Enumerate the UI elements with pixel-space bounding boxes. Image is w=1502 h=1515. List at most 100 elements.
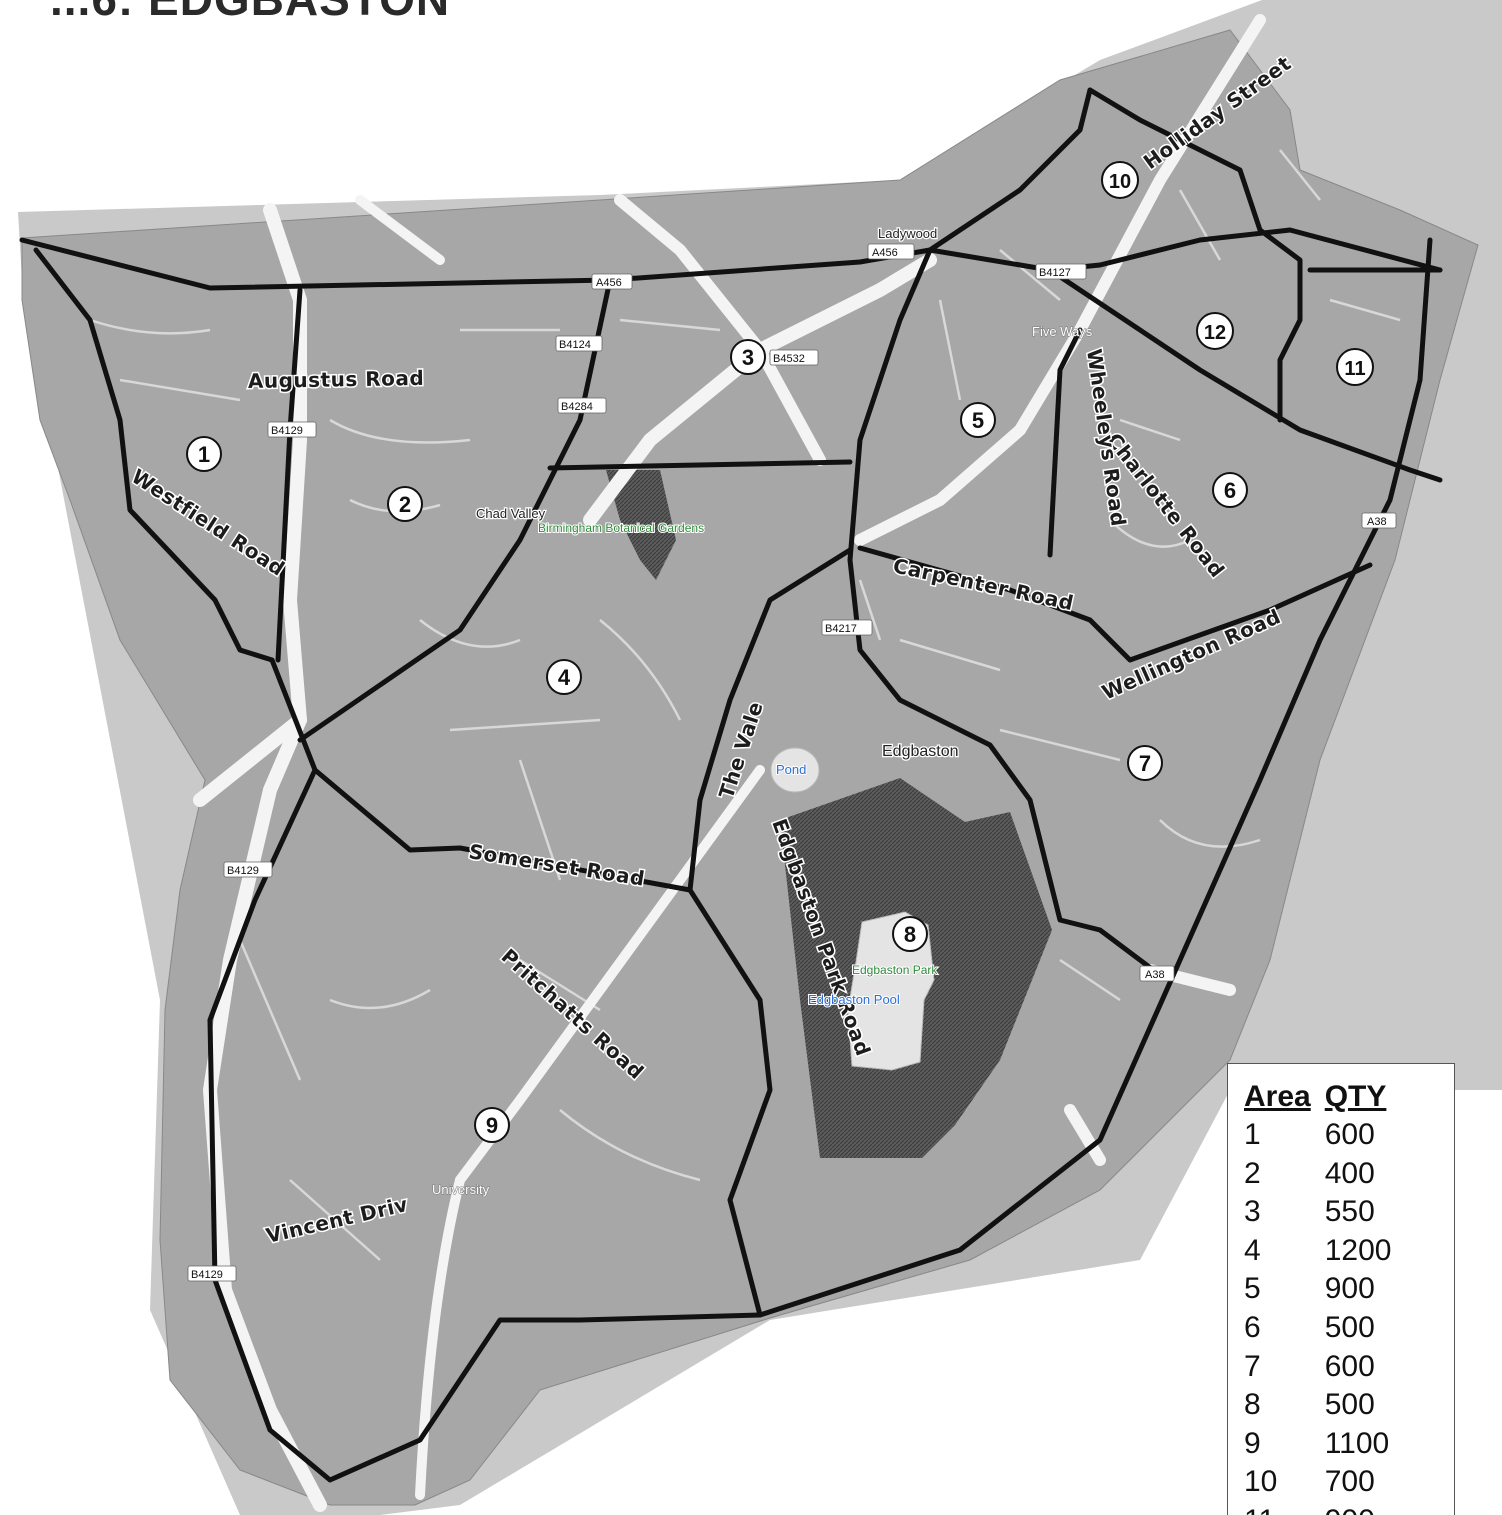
legend-qty: 1100	[1324, 1426, 1390, 1460]
svg-text:7: 7	[1139, 751, 1151, 776]
legend-area: 7	[1244, 1349, 1261, 1383]
area-marker-9[interactable]: 9	[474, 1107, 510, 1143]
road-code-b4129-north: B4129	[267, 421, 317, 438]
svg-text:11: 11	[1344, 358, 1365, 380]
svg-text:12: 12	[1204, 322, 1226, 344]
svg-text:B4284: B4284	[561, 401, 593, 413]
legend-qty: 900	[1324, 1272, 1375, 1306]
svg-text:3: 3	[742, 345, 754, 370]
svg-text:A456: A456	[872, 247, 898, 259]
legend-header-qty: QTY	[1324, 1080, 1387, 1113]
legend-area: 2	[1244, 1156, 1261, 1190]
legend-qty: 700	[1324, 1465, 1375, 1499]
legend-qty: 900	[1325, 1502, 1406, 1515]
svg-text:B4129: B4129	[191, 1269, 223, 1281]
legend-row: 9 1100	[1244, 1425, 1405, 1464]
area-marker-2[interactable]: 2	[387, 486, 423, 522]
area-marker-3[interactable]: 3	[730, 339, 766, 375]
place-edgbaston: Edgbaston	[882, 743, 959, 760]
place-chad-valley: Chad Valley	[476, 506, 546, 521]
legend-qty: 550	[1324, 1195, 1375, 1229]
legend-row: 2 400	[1244, 1155, 1405, 1194]
area-marker-11[interactable]: 11	[1336, 348, 1374, 386]
road-code-b4127: B4127	[1035, 263, 1087, 280]
place-ladywood: Ladywood	[878, 226, 937, 241]
road-code-b4532: B4532	[769, 349, 819, 366]
legend-area: 1	[1244, 1118, 1261, 1151]
svg-text:A38: A38	[1367, 516, 1387, 528]
legend-qty: 500	[1324, 1388, 1375, 1422]
legend-area: 3	[1244, 1195, 1261, 1229]
road-code-b4284: B4284	[557, 397, 607, 414]
svg-text:9: 9	[486, 1113, 498, 1138]
legend-row: 3 550	[1244, 1193, 1405, 1232]
svg-text:8: 8	[904, 922, 916, 947]
legend-row: 6 500	[1244, 1309, 1405, 1348]
svg-text:B4532: B4532	[773, 353, 805, 365]
place-edgbaston-park: Edgbaston Park	[852, 963, 938, 977]
area-marker-6[interactable]: 6	[1212, 472, 1248, 508]
pond-water	[770, 747, 820, 793]
area-marker-12[interactable]: 12	[1196, 312, 1234, 350]
legend-area: 6	[1244, 1310, 1261, 1344]
svg-text:10: 10	[1109, 171, 1131, 193]
area-marker-5[interactable]: 5	[960, 402, 996, 438]
svg-text:B4127: B4127	[1039, 267, 1071, 279]
area-marker-1[interactable]: 1	[186, 436, 222, 472]
area-marker-7[interactable]: 7	[1127, 745, 1163, 781]
svg-text:B4124: B4124	[559, 339, 591, 351]
place-five-ways: Five Ways	[1032, 324, 1093, 339]
svg-text:6: 6	[1224, 478, 1236, 503]
legend-area: 11	[1244, 1502, 1325, 1515]
svg-text:2: 2	[399, 492, 411, 517]
legend-area: 10	[1244, 1465, 1278, 1499]
svg-text:1: 1	[198, 442, 210, 467]
legend-qty: 500	[1324, 1310, 1375, 1344]
legend-qty: 600	[1324, 1349, 1375, 1383]
botanical-gardens-area	[606, 470, 676, 580]
svg-text:A456: A456	[596, 277, 622, 289]
legend-area: 5	[1244, 1272, 1261, 1306]
road-code-a456-west: A456	[591, 273, 633, 290]
road-code-b4129-south: B4129	[187, 1265, 237, 1282]
area-boundary-roads	[19, 87, 1443, 1483]
road-code-b4129-middle: B4129	[223, 861, 273, 878]
road-code-b4124: B4124	[555, 335, 603, 352]
legend-qty: 400	[1324, 1156, 1375, 1190]
legend-area: 8	[1244, 1388, 1261, 1422]
place-university: University	[432, 1182, 490, 1197]
svg-text:5: 5	[972, 408, 984, 433]
legend-header-area: Area	[1244, 1080, 1311, 1113]
legend-row: 4 1200	[1244, 1232, 1405, 1271]
svg-text:A38: A38	[1145, 969, 1165, 981]
svg-text:B4129: B4129	[271, 425, 303, 437]
legend-row: 7 600	[1244, 1348, 1405, 1387]
area-marker-4[interactable]: 4	[546, 659, 582, 695]
place-botanical-gardens: Birmingham Botanical Gardens	[538, 521, 704, 535]
page-title: ...6: EDGBASTON	[50, 0, 450, 26]
legend-row: 10 700	[1244, 1463, 1405, 1502]
major-roads	[193, 14, 1266, 1512]
place-pond: Pond	[776, 762, 806, 777]
area-marker-8[interactable]: 8	[892, 916, 928, 952]
road-code-a456-east: A456	[867, 243, 915, 260]
legend-row: 5 900	[1244, 1270, 1405, 1309]
legend-area: 9	[1244, 1426, 1261, 1460]
road-code-a38-south: A38	[1139, 965, 1175, 982]
legend-qty: 600	[1324, 1118, 1375, 1151]
area-marker-10[interactable]: 10	[1101, 161, 1139, 199]
legend-row: 11900	[1244, 1502, 1405, 1515]
place-edgbaston-pool: Edgbaston Pool	[808, 992, 900, 1007]
road-code-b4217: B4217	[821, 619, 873, 636]
svg-text:B4129: B4129	[227, 865, 259, 877]
legend-area: 4	[1244, 1233, 1261, 1267]
road-code-a38-north: A38	[1361, 512, 1397, 529]
legend-qty: 1200	[1324, 1233, 1392, 1267]
svg-text:4: 4	[558, 665, 571, 690]
svg-text:B4217: B4217	[825, 623, 857, 635]
road-label-augustus-road: Augustus Road	[248, 366, 425, 393]
